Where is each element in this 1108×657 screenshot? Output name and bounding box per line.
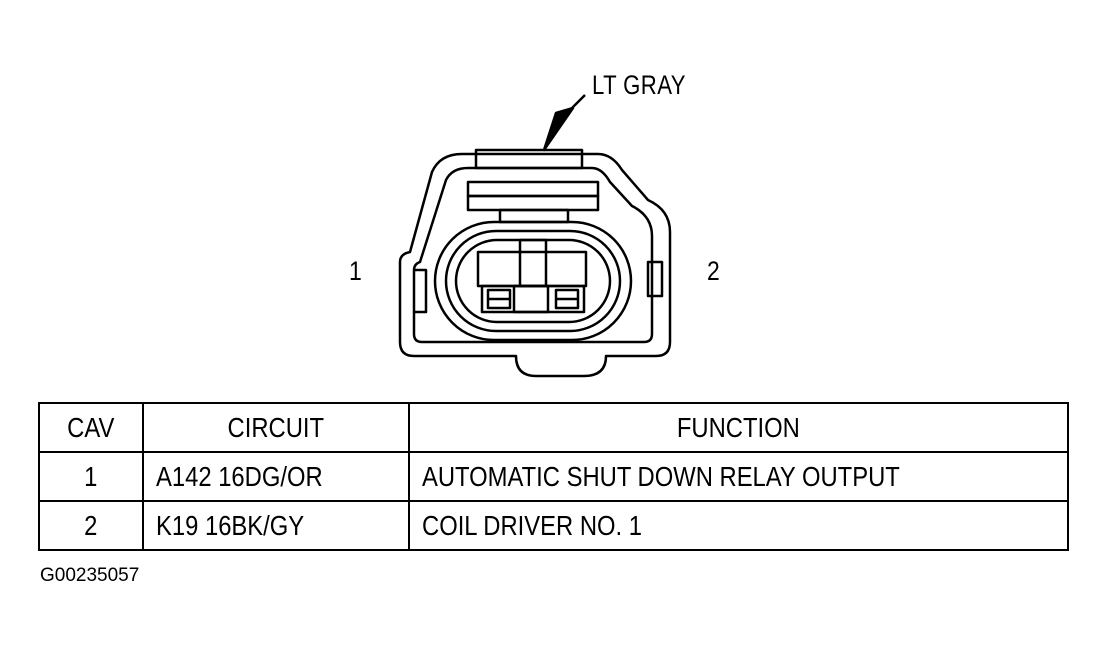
housing-rib: [466, 180, 600, 198]
cell-function: COIL DRIVER NO. 1: [408, 500, 1069, 551]
connector-diagram: LT GRAY 1 2: [349, 70, 720, 378]
figure-id: G00235057: [40, 565, 140, 586]
cell-cav: 2: [38, 500, 144, 551]
pin-label-1: 1: [349, 256, 362, 286]
seal-ring-outer: [433, 220, 633, 342]
side-notch: [646, 260, 664, 298]
connector-housing-inner: [412, 166, 654, 344]
pin-label-2: 2: [707, 256, 720, 286]
side-notch: [414, 268, 428, 314]
terminal-key-base: [512, 284, 550, 314]
header-function: FUNCTION: [408, 402, 1069, 453]
connector-illustration: [398, 94, 672, 378]
seal-ring-middle: [444, 229, 622, 333]
cell-cav: 1: [38, 451, 144, 502]
housing-rib: [466, 194, 600, 212]
table-row: 2 K19 16BK/GY COIL DRIVER NO. 1: [38, 500, 1069, 551]
header-cav: CAV: [38, 402, 144, 453]
cell-function: AUTOMATIC SHUT DOWN RELAY OUTPUT: [408, 451, 1069, 502]
latch-tab: [474, 148, 584, 170]
housing-rib: [498, 208, 570, 224]
connector-housing-outer: [398, 152, 672, 378]
header-circuit: CIRCUIT: [142, 402, 410, 453]
terminal-block: [476, 250, 588, 288]
terminal-key: [518, 238, 548, 288]
connector-color-label: LT GRAY: [592, 70, 686, 100]
arrow-head: [542, 106, 575, 152]
table-header-row: CAV CIRCUIT FUNCTION: [38, 402, 1069, 453]
cell-circuit: K19 16BK/GY: [142, 500, 410, 551]
pinout-table: CAV CIRCUIT FUNCTION 1 A142 16DG/OR AUTO…: [38, 402, 1069, 551]
table-row: 1 A142 16DG/OR AUTOMATIC SHUT DOWN RELAY…: [38, 451, 1069, 502]
cell-circuit: A142 16DG/OR: [142, 451, 410, 502]
